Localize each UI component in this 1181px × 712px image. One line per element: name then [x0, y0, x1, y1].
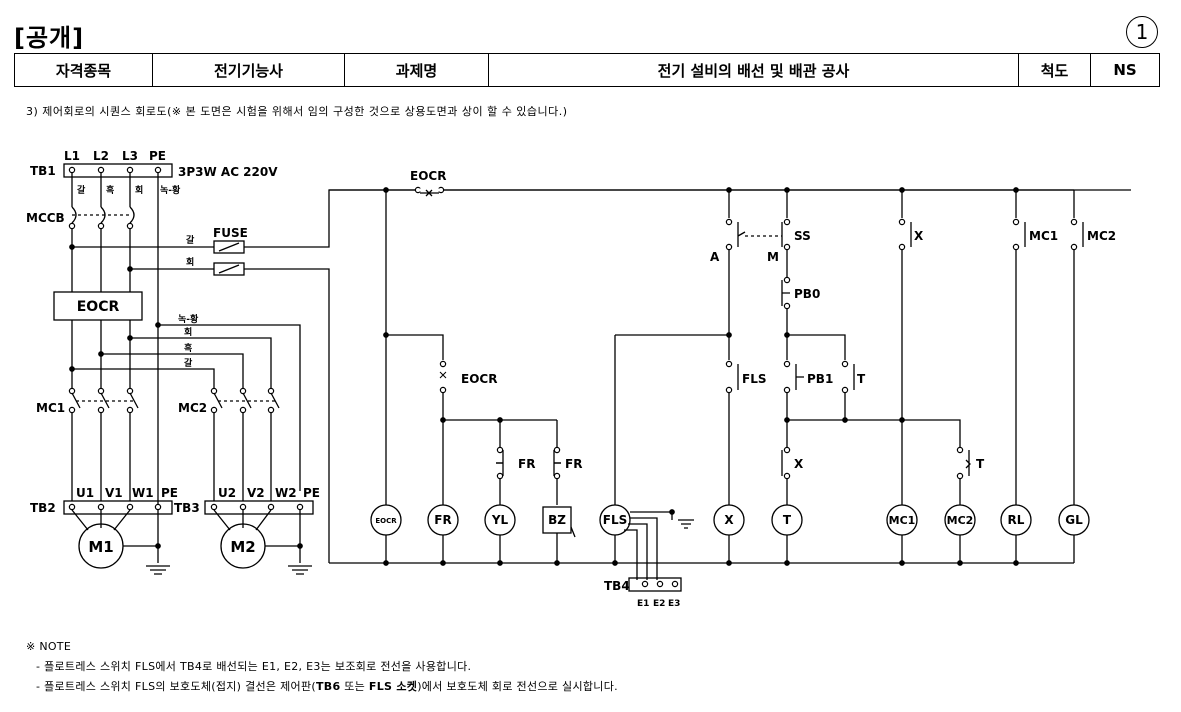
diagram-subtitle: 3) 제어회로의 시퀀스 회로도(※ 본 도면은 시험을 위해서 임의 구성한 …	[26, 105, 568, 118]
note-line-2-fls-socket: FLS 소켓	[368, 680, 418, 693]
wire-color-l1: 갈	[77, 184, 86, 196]
info-cell-task: 전기 설비의 배선 및 배관 공사	[488, 53, 1019, 87]
mc1-contact-label: MC1	[1029, 229, 1058, 243]
tb2-u1: U1	[76, 486, 94, 500]
fuse-2	[213, 262, 245, 276]
tb3-u2: U2	[218, 486, 236, 500]
note-line-2-pre: - 플로트레스 스위치 FLS의 보호도체(접지) 결선은 제어판(	[36, 680, 316, 693]
load-t-label: T	[783, 513, 792, 527]
fls-contact-label: FLS	[742, 372, 767, 386]
fuse-1	[213, 240, 245, 254]
supply-label: 3P3W AC 220V	[178, 165, 278, 179]
tb2-v1: V1	[105, 486, 123, 500]
a-label: A	[710, 250, 720, 264]
eocr-power-label: EOCR	[77, 299, 120, 315]
mc2-label: MC2	[178, 401, 207, 415]
ground-symbol-m2	[288, 565, 312, 575]
page-number: 1	[1126, 16, 1158, 48]
motor-m1-label: M1	[88, 538, 113, 556]
phase-l1: L1	[64, 149, 80, 163]
wire-color-l2: 흑	[106, 184, 114, 196]
tb3-label: TB3	[174, 501, 200, 515]
mc2-feed-l1: 갈	[184, 357, 193, 369]
tb1-terminals	[68, 166, 162, 174]
mc2-feed-l2: 흑	[184, 342, 192, 354]
note-line-1: - 플로트레스 스위치 FLS에서 TB4로 배선되는 E1, E2, E3는 …	[36, 660, 472, 673]
mc2-contact-label: MC2	[1087, 229, 1116, 243]
phase-l3: L3	[122, 149, 138, 163]
notes-section: ※ NOTE - 플로트레스 스위치 FLS에서 TB4로 배선되는 E1, E…	[26, 637, 618, 697]
pb1-label: PB1	[807, 372, 833, 386]
notes-header: ※ NOTE	[26, 640, 72, 653]
mc1-main-contacts	[68, 387, 139, 414]
mc2-main-contacts	[210, 387, 280, 414]
fr-contact-2-label: FR	[565, 457, 582, 471]
tb4-e3: E3	[668, 599, 680, 609]
eocr-contact-label: EOCR	[461, 372, 497, 386]
load-yl-label: YL	[491, 513, 509, 527]
eocr-power-box	[53, 291, 143, 321]
mccb-breaker	[68, 206, 135, 230]
ss-label: SS	[794, 229, 811, 243]
load-bz-label: BZ	[548, 513, 566, 527]
load-mc1-label: MC1	[889, 514, 916, 527]
wire-color-pe: 녹-황	[160, 184, 181, 196]
fuse-wire-2: 회	[186, 256, 194, 268]
t-contact-label: T	[857, 372, 866, 386]
load-gl-label: GL	[1065, 513, 1083, 527]
m-label: M	[767, 250, 779, 264]
t-timer-label: T	[976, 457, 985, 471]
note-line-2-mid: 또는	[340, 680, 369, 693]
pb0-label: PB0	[794, 287, 820, 301]
x-interlock-label: X	[794, 457, 804, 471]
tb2-pe: PE	[161, 486, 178, 500]
note-line-2: - 플로트레스 스위치 FLS의 보호도체(접지) 결선은 제어판(TB6 또는…	[26, 677, 618, 697]
tb2-block	[63, 500, 173, 515]
ground-symbol-m1	[146, 565, 170, 575]
fuse-label: FUSE	[213, 226, 248, 240]
tb4-e2: E2	[653, 599, 665, 609]
page-header-title: [공개]	[14, 24, 85, 52]
load-x-label: X	[724, 513, 734, 527]
phase-l2: L2	[93, 149, 109, 163]
eocr-top-label: EOCR	[410, 169, 446, 183]
tb4-block	[628, 577, 682, 592]
motor-m2-label: M2	[230, 538, 255, 556]
info-cell-label-qualification: 자격종목	[14, 53, 153, 87]
tb1-label: TB1	[30, 164, 56, 178]
load-mc2-label: MC2	[947, 514, 974, 527]
note-line-2-tb6: TB6	[315, 680, 341, 693]
tb3-block	[204, 500, 314, 515]
load-fr-label: FR	[434, 513, 451, 527]
mc1-label: MC1	[36, 401, 65, 415]
tb3-w2: W2	[275, 486, 297, 500]
tb4-e1: E1	[637, 599, 649, 609]
load-fls-label: FLS	[603, 513, 628, 527]
x-contact-label: X	[914, 229, 924, 243]
info-cell-scale: NS	[1090, 53, 1160, 87]
info-cell-label-task: 과제명	[344, 53, 489, 87]
mc2-feed-pe: 녹-황	[178, 313, 199, 325]
mc2-feed-l3: 회	[184, 326, 192, 338]
tb3-v2: V2	[247, 486, 265, 500]
fuse-wire-1: 갈	[186, 234, 195, 246]
info-table: 자격종목 전기기능사 과제명 전기 설비의 배선 및 배관 공사 척도 NS	[14, 53, 1160, 87]
tb4-label: TB4	[604, 579, 630, 593]
load-rl-label: RL	[1008, 513, 1025, 527]
tb2-label: TB2	[30, 501, 56, 515]
fr-contact-1-label: FR	[518, 457, 535, 471]
wire-color-l3: 회	[135, 184, 143, 196]
tb3-pe: PE	[303, 486, 320, 500]
phase-pe: PE	[149, 149, 166, 163]
note-line-2-post: )에서 보호도체 회로 전선으로 실시합니다.	[417, 680, 618, 693]
load-eocr-label: EOCR	[375, 517, 397, 525]
tb2-w1: W1	[132, 486, 154, 500]
mccb-label: MCCB	[26, 211, 65, 225]
tb1-block	[63, 163, 173, 178]
